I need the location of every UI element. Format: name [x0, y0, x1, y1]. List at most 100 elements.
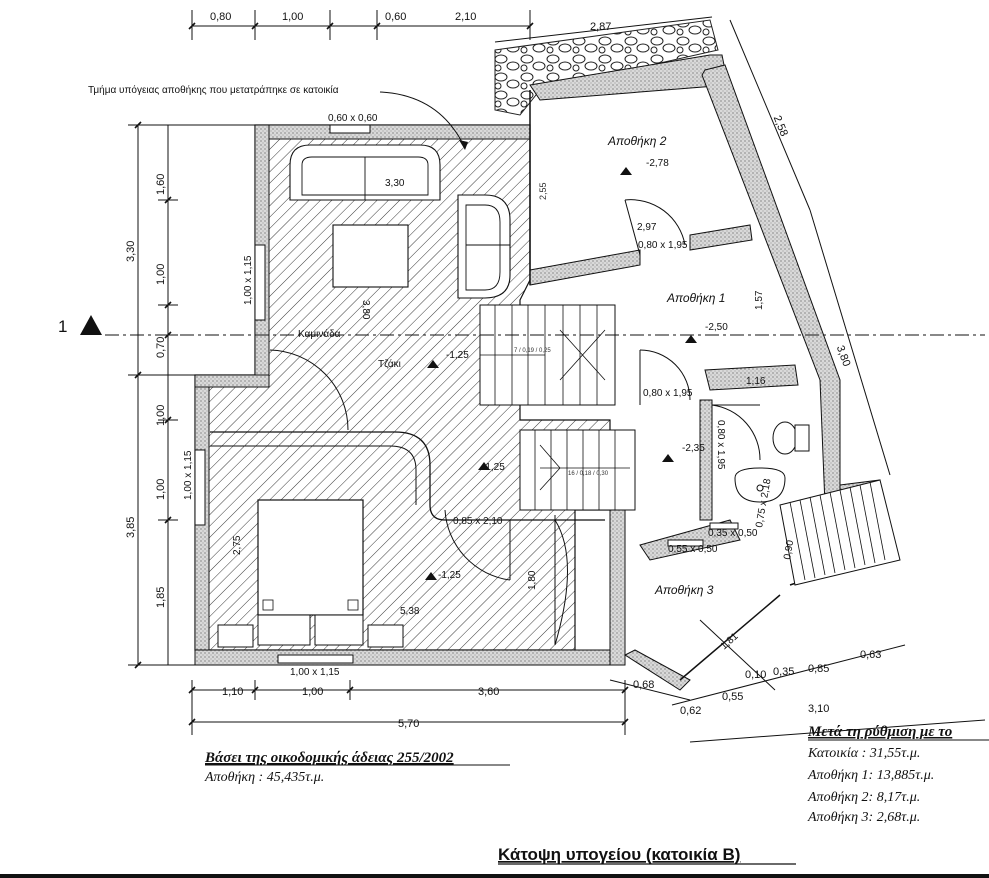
door-arc-085 [444, 509, 511, 581]
window-small-1 [667, 539, 704, 547]
cabinet-bottom-right [367, 624, 404, 648]
level-250: -2,50 [705, 322, 728, 333]
after-line2: Αποθήκη 1: 13,885τ.μ. [807, 768, 934, 783]
bed-275-label: 2,75 [232, 535, 243, 555]
wall-255-label: 2,55 [538, 182, 548, 200]
interior-stairs-upper [479, 304, 616, 406]
wall-east-lower [609, 509, 626, 666]
dim-br-063: 0,63 [860, 649, 881, 661]
sofa-width-label: 3,30 [385, 178, 405, 189]
level-125a-label: -1,25 [446, 350, 469, 361]
sofa-top [289, 144, 441, 201]
window-small-2 [709, 522, 739, 530]
bottom-border [0, 874, 989, 878]
dim-bottom-570: 5,70 [398, 718, 419, 730]
dim-top-287: 2,87 [590, 21, 611, 33]
outside-stairs [779, 479, 901, 586]
dim-br-310: 3,10 [808, 703, 829, 715]
door-085-label: 0,85 x 2,10 [453, 516, 503, 527]
window-left-lower [194, 449, 206, 526]
after-line1: Κατοικία : 31,55τ.μ. [807, 746, 920, 761]
level-235: -2,35 [682, 443, 705, 454]
after-title: Μετά τη ρύθμιση με το [807, 724, 952, 740]
dim-br-035: 0,35 [773, 666, 794, 678]
room-storage3: Αποθήκη 3 [654, 583, 714, 597]
dim-left-100a: 1,00 [155, 264, 167, 285]
dim-right-380: 3,80 [834, 344, 853, 368]
left-dimension-labels: 3,30 1,60 1,00 0,70 3,85 1,00 1,00 1,85 [125, 174, 167, 608]
dim-bottom-360: 3,60 [478, 686, 499, 698]
wall-north [254, 124, 531, 140]
dim-left-070: 0,70 [155, 337, 167, 358]
level-125c-label: -1,25 [438, 570, 461, 581]
dim-left-385: 3,85 [125, 517, 137, 538]
permit-line1: Αποθήκη : 45,435τ.μ. [204, 770, 324, 785]
tzaki-label: Τζάκι [378, 358, 401, 370]
door-arc-storage2 [624, 199, 686, 246]
window-top-label: 0,60 x 0,60 [328, 113, 378, 124]
window-top [329, 124, 371, 134]
wall-south [194, 649, 626, 666]
dimension-ticks [134, 22, 629, 726]
dim-left-330: 3,30 [125, 241, 137, 262]
toilet [772, 421, 810, 455]
dim-br-062: 0,62 [680, 705, 701, 717]
drawing-title: Κάτοψη υπογείου (κατοικία Β) [498, 845, 740, 864]
door-storage1: 0,80 x 1,95 [643, 388, 693, 399]
stair-upper-label: 7 / 0,19 / 0,25 [514, 348, 551, 354]
dim-bottom-110: 1,10 [222, 686, 243, 698]
after-line4: Αποθήκη 3: 2,68τ.μ. [807, 810, 920, 825]
permit-block: Βάσει της οικοδομικής άδειας 255/2002 Απ… [204, 750, 510, 785]
dim-left-160: 1,60 [155, 174, 167, 195]
dim-bottom-100: 1,00 [302, 686, 323, 698]
dim-090: 0,90 [782, 539, 796, 561]
dim-157: 1,57 [754, 290, 765, 310]
dim-right-258: 2,58 [771, 114, 790, 138]
dim-br-068: 0,68 [633, 679, 654, 691]
dim-br-010: 0,10 [745, 669, 766, 681]
dim-538-label: 5,38 [400, 606, 420, 617]
bedroom-partition [210, 431, 605, 521]
coffee-table [332, 224, 409, 288]
dim-181: 1,81 [719, 631, 741, 652]
dim-top-210: 2,10 [455, 11, 476, 23]
window-055: 0,55 x 0,50 [668, 544, 718, 555]
permit-title: Βάσει της οικοδομικής άδειας 255/2002 [204, 750, 454, 766]
dim-left-185: 1,85 [155, 587, 167, 608]
annotation-text: Τμήμα υπόγειας αποθήκης που μετατράπηκε … [88, 84, 339, 96]
sink [734, 467, 786, 503]
stair-lower-label: 16 / 0,18 / 0,30 [568, 471, 609, 477]
dim-180-label: 1,80 [527, 570, 538, 590]
fireplace-label: Καμινάδα [298, 328, 341, 340]
window-035: 0,35 x 0,50 [708, 528, 758, 539]
door-wc: 0,80 x 1,95 [715, 420, 726, 470]
dim-br-055: 0,55 [722, 691, 743, 703]
window-left-upper [254, 244, 266, 321]
door-arc-wc [711, 404, 761, 461]
dim-left-100c: 1,00 [155, 479, 167, 500]
room-storage1: Αποθήκη 1 [666, 291, 725, 305]
dim-br-085: 0,85 [808, 663, 829, 675]
fireplace-arc [269, 349, 349, 431]
dim-top-060: 0,60 [385, 11, 406, 23]
window-left-lower-label: 1,00 x 1,15 [183, 450, 194, 500]
section-marker-triangle [80, 315, 102, 335]
sofa-side [457, 194, 511, 299]
after-block: Μετά τη ρύθμιση με το Κατοικία : 31,55τ.… [807, 724, 989, 825]
window-bottom-label: 1,00 x 1,15 [290, 667, 340, 678]
storage-walls [529, 54, 881, 691]
annotation-leader [379, 91, 466, 149]
door-arc-storage1 [639, 349, 691, 401]
window-bottom [277, 654, 354, 664]
window-left-upper-label: 1,00 x 1,15 [243, 255, 254, 305]
interior-stairs-lower [519, 429, 636, 511]
dim-297: 2,97 [637, 222, 657, 233]
dim-left-100b: 1,00 [155, 405, 167, 426]
section-marker-label: 1 [58, 317, 67, 336]
wall-step [194, 374, 270, 388]
room-storage2: Αποθήκη 2 [607, 134, 667, 148]
dim-top-100: 1,00 [282, 11, 303, 23]
wall-380-label: 3,80 [360, 300, 371, 320]
dim-116: 1,16 [746, 376, 766, 387]
